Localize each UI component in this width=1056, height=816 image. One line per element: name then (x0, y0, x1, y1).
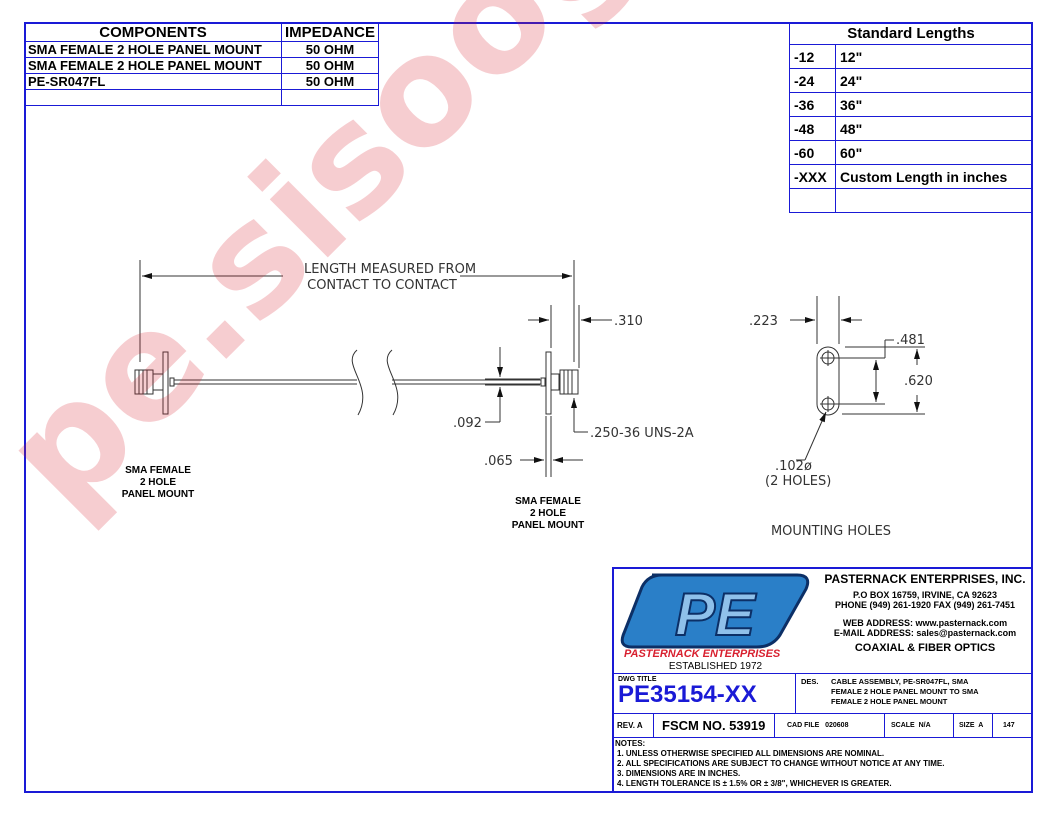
note-item: 1. UNLESS OTHERWISE SPECIFIED ALL DIMENS… (617, 749, 885, 758)
hole-count: (2 HOLES) (765, 474, 831, 489)
thread-spec: .250-36 UNS-2A (590, 426, 694, 441)
dwg-title: PE35154-XX (618, 681, 757, 708)
suffix-cell (789, 188, 836, 213)
suffix-cell: -12 (789, 44, 836, 69)
drawing-frame (24, 22, 1033, 793)
dim-620: .620 (904, 374, 933, 389)
dwg-title-label: DWG TITLE (618, 676, 657, 683)
logo-brand: PASTERNACK ENTERPRISES (624, 648, 781, 660)
company-web: WEB ADDRESS: www.pasternack.com (842, 618, 1008, 628)
company-info: PASTERNACK ENTERPRISES, INC. P.O BOX 167… (819, 572, 1031, 654)
hole-diameter: .102ø (775, 459, 812, 474)
right-connector (540, 351, 579, 415)
notes-section: NOTES: 1. UNLESS OTHERWISE SPECIFIED ALL… (615, 739, 944, 789)
pe-logo-icon: PE (620, 573, 810, 649)
length-cell: Custom Length in inches (835, 164, 1033, 189)
mounting-plate (816, 346, 840, 416)
component-cell: SMA FEMALE 2 HOLE PANEL MOUNT (24, 57, 282, 74)
length-label-2: CONTACT TO CONTACT (307, 278, 457, 293)
impedance-cell (280, 89, 380, 106)
left-connector (134, 351, 175, 415)
right-connector-label: 2 HOLE (530, 508, 566, 519)
left-connector-label: SMA FEMALE (125, 465, 191, 476)
suffix-cell: -48 (789, 116, 836, 141)
description-cell: DES. CABLE ASSEMBLY, PE-SR047FL, SMA FEM… (795, 673, 1033, 714)
standard-lengths-title: Standard Lengths (789, 22, 1033, 45)
right-connector-label: PANEL MOUNT (512, 520, 584, 531)
des-label: DES. (801, 677, 819, 686)
fscm-cell: FSCM NO. 53919 (653, 713, 775, 738)
header-impedance: IMPEDANCE (280, 22, 380, 42)
suffix-cell: -XXX (789, 164, 836, 189)
dim-310: .310 (614, 314, 643, 329)
logo-letters: PE (675, 581, 757, 648)
length-cell (835, 188, 1033, 213)
description-line: CABLE ASSEMBLY, PE-SR047FL, SMA (831, 677, 969, 686)
suffix-cell: -24 (789, 68, 836, 93)
dim-223: .223 (749, 314, 778, 329)
dim-065: .065 (484, 454, 513, 469)
left-connector-label: 2 HOLE (140, 477, 176, 488)
dwg-title-cell: DWG TITLE PE35154-XX (612, 673, 796, 714)
note-item: 4. LENGTH TOLERANCE IS ± 1.5% OR ± 3/8",… (617, 779, 892, 788)
break-mark (386, 349, 399, 416)
notes-label: NOTES: (615, 739, 646, 748)
company-phone: PHONE (949) 261-1920 FAX (949) 261-7451 (834, 600, 1016, 610)
break-mark (351, 349, 364, 416)
description-line: FEMALE 2 HOLE PANEL MOUNT (831, 697, 948, 706)
sheet-cell: 147 (992, 713, 1033, 738)
size-cell: SIZE A (953, 713, 993, 738)
cad-file-cell: CAD FILE 020608 (774, 713, 885, 738)
rev-cell: REV. A (612, 713, 654, 738)
company-tagline: COAXIAL & FIBER OPTICS (854, 642, 996, 654)
impedance-cell: 50 OHM (280, 57, 380, 74)
dim-481: .481 (896, 333, 925, 348)
table-row (789, 188, 1033, 213)
right-connector-label: SMA FEMALE (515, 496, 581, 507)
length-cell: 36" (835, 92, 1033, 117)
company-email: E-MAIL ADDRESS: sales@pasternack.com (833, 628, 1017, 638)
logo-area: PE PASTERNACK ENTERPRISES ESTABLISHED 19… (612, 567, 819, 673)
description-line: FEMALE 2 HOLE PANEL MOUNT TO SMA (831, 687, 979, 696)
length-label-1: LENGTH MEASURED FROM (304, 262, 476, 277)
table-row (24, 89, 380, 106)
company-address: P.O BOX 16759, IRVINE, CA 92623 (853, 590, 997, 600)
scale-cell: SCALE N/A (884, 713, 954, 738)
established-text: ESTABLISHED 1972 (668, 661, 763, 672)
suffix-cell: -36 (789, 92, 836, 117)
mounting-holes-label: MOUNTING HOLES (771, 524, 891, 539)
dim-092: .092 (453, 416, 482, 431)
note-item: 3. DIMENSIONS ARE IN INCHES. (617, 769, 741, 778)
left-connector-label: PANEL MOUNT (122, 489, 194, 500)
note-item: 2. ALL SPECIFICATIONS ARE SUBJECT TO CHA… (617, 759, 945, 768)
company-name: PASTERNACK ENTERPRISES, INC. (824, 572, 1026, 586)
